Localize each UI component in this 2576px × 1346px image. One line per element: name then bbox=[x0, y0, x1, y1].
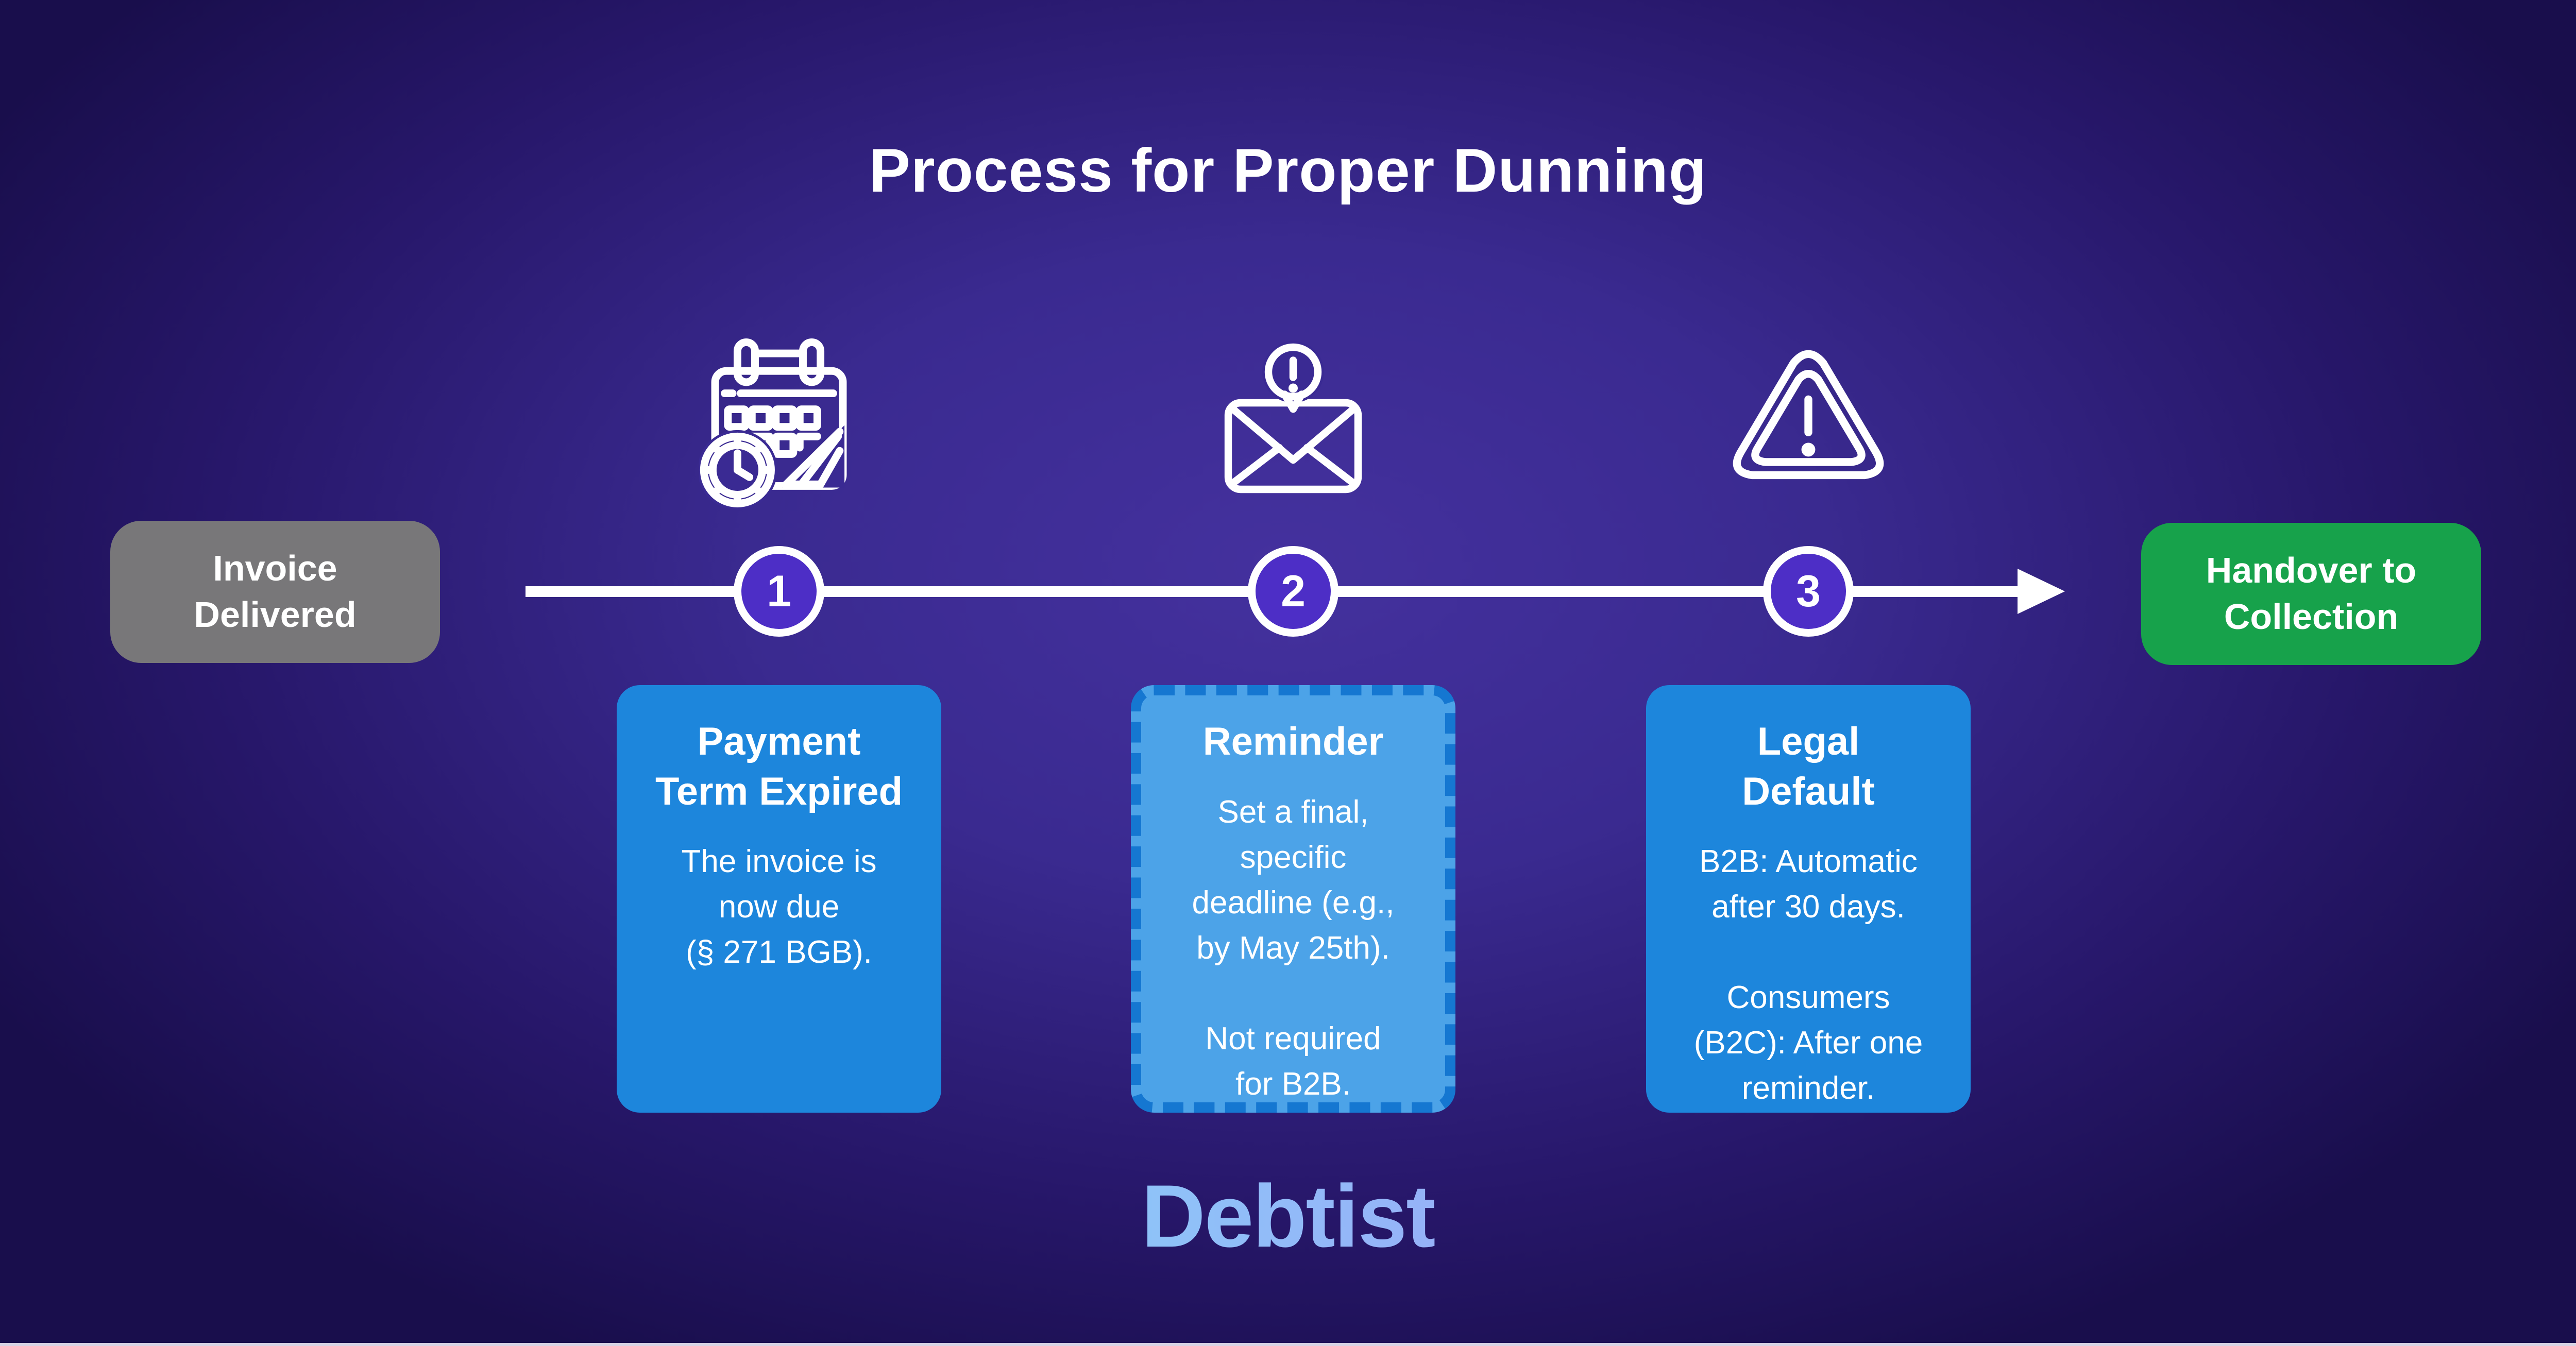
calendar-clock-icon bbox=[699, 338, 847, 510]
step-1-number-badge: 1 bbox=[734, 546, 824, 637]
step-2-card: Reminder Set a final, specific deadline … bbox=[1131, 685, 1455, 1113]
step-2-body: Set a final, specific deadline (e.g., by… bbox=[1192, 794, 1395, 1102]
step-1-card: Payment Term Expired The invoice is now … bbox=[617, 685, 941, 1113]
bottom-edge-line bbox=[0, 1343, 2576, 1346]
timeline-arrowhead-icon bbox=[2018, 569, 2065, 614]
step-2-number-badge: 2 bbox=[1248, 546, 1338, 637]
step-3-number-badge: 3 bbox=[1763, 546, 1854, 637]
debtist-logo: Debtist bbox=[0, 1165, 2576, 1267]
envelope-alert-icon bbox=[1224, 341, 1362, 493]
step-3-icon-wrap bbox=[1726, 340, 1891, 495]
step-2-heading: Reminder bbox=[1202, 720, 1384, 763]
start-node-invoice-delivered: Invoice Delivered bbox=[110, 521, 440, 663]
end-node-handover-to-collection: Handover to Collection bbox=[2141, 523, 2481, 665]
step-3-heading: Legal Default bbox=[1742, 720, 1875, 813]
step-1-heading: Payment Term Expired bbox=[655, 720, 903, 813]
step-1-icon-wrap bbox=[699, 336, 859, 512]
page-title: Process for Proper Dunning bbox=[869, 136, 1707, 205]
step-1-body: The invoice is now due (§ 271 BGB). bbox=[681, 844, 877, 970]
step-3-body: B2B: Automatic after 30 days. Consumers … bbox=[1693, 844, 1923, 1106]
step-2-icon-wrap bbox=[1216, 341, 1370, 500]
step-3-card: Legal Default B2B: Automatic after 30 da… bbox=[1646, 685, 1971, 1113]
warning-triangle-icon bbox=[1733, 350, 1884, 480]
